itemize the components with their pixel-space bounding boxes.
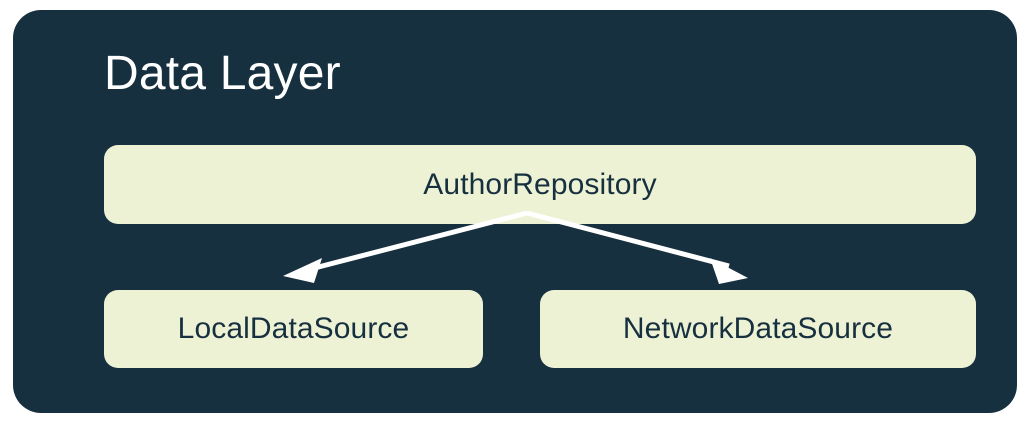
node-local-data-source-label: LocalDataSource xyxy=(177,312,410,345)
node-local-data-source[interactable]: LocalDataSource xyxy=(104,290,483,368)
data-layer-panel: Data Layer AuthorRepository LocalDataSou… xyxy=(13,10,1017,413)
node-network-data-source[interactable]: NetworkDataSource xyxy=(540,290,976,368)
node-author-repository-label: AuthorRepository xyxy=(423,167,657,201)
node-network-data-source-label: NetworkDataSource xyxy=(622,312,894,345)
page-title: Data Layer xyxy=(104,47,341,100)
node-author-repository[interactable]: AuthorRepository xyxy=(104,145,976,224)
